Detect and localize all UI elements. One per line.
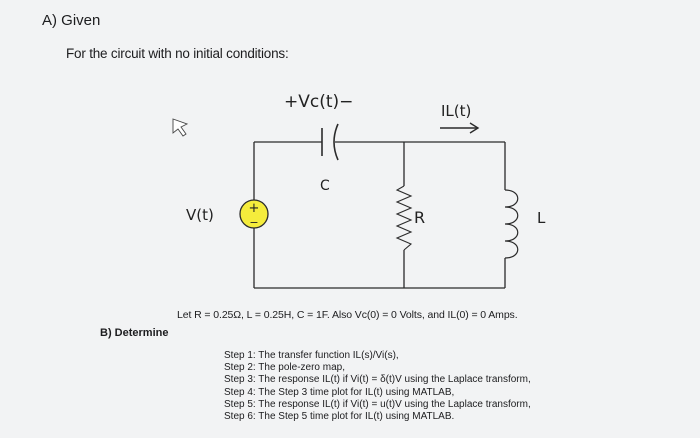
inductor-symbol (504, 189, 519, 259)
source-voltage-label: V(t) (186, 206, 214, 224)
capacitor-symbol (321, 123, 339, 161)
step-item: Step 2: The pole-zero map, (224, 362, 345, 374)
step-item: Step 5: The response IL(t) if Vi(t) = u(… (224, 398, 531, 410)
current-arrow-icon (440, 122, 480, 134)
step-item: Step 3: The response IL(t) if Vi(t) = δ(… (224, 374, 531, 386)
step-item: Step 4: The Step 3 time plot for IL(t) u… (224, 386, 455, 398)
given-values-text: Let R = 0.25Ω, L = 0.25H, C = 1F. Also V… (177, 309, 518, 321)
step-item: Step 1: The transfer function IL(s)/Vi(s… (224, 350, 399, 361)
step-item: Step 6: The Step 5 time plot for IL(t) u… (224, 411, 455, 423)
source-plus-sign: + (249, 201, 260, 216)
section-b-heading: B) Determine (100, 327, 169, 339)
cursor-icon (172, 118, 189, 137)
steps-list: Step 1: The transfer function IL(s)/Vi(s… (224, 350, 531, 423)
source-minus-sign: − (249, 216, 258, 229)
voltage-source-symbol (239, 199, 269, 229)
circuit-wires (253, 141, 506, 289)
capacitor-label: C (320, 178, 330, 194)
section-a-heading: A) Given (42, 12, 101, 29)
intro-text: For the circuit with no initial conditio… (66, 46, 289, 61)
inductor-current-label: IL(t) (441, 102, 471, 120)
resistor-label: R (414, 208, 425, 227)
capacitor-voltage-label: +Vc(t)− (284, 92, 353, 112)
resistor-symbol (395, 185, 413, 251)
inductor-label: L (537, 209, 546, 227)
